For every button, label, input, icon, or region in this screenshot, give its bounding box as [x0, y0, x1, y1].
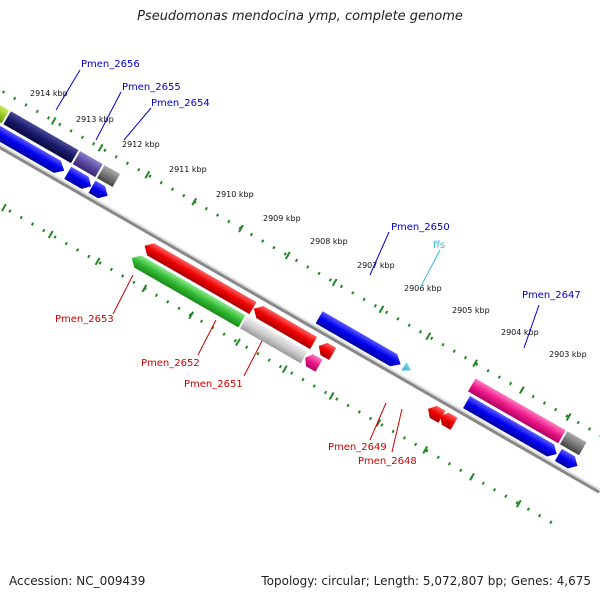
- gene-pmen-2651[interactable]: [315, 340, 337, 361]
- gene-pmen-2653[interactable]: [128, 252, 246, 328]
- gene-label-pmen-2650[interactable]: Pmen_2650: [391, 222, 450, 233]
- gene-label-ffs[interactable]: ffs: [433, 240, 445, 251]
- kbp-label: 2904 kbp: [501, 328, 539, 337]
- kbp-label: 2911 kbp: [169, 165, 207, 174]
- gene-pmen-2654[interactable]: [97, 165, 121, 188]
- kbp-label: 2912 kbp: [122, 140, 160, 149]
- gene-label-pmen-2656[interactable]: Pmen_2656: [81, 59, 140, 70]
- gene-blue-fwd-6[interactable]: [554, 448, 581, 472]
- gene-label-pmen-2652[interactable]: Pmen_2652: [141, 358, 200, 369]
- gene-gray-fwd[interactable]: [559, 431, 587, 456]
- gene-gray-rev[interactable]: [240, 316, 308, 364]
- kbp-label: 2910 kbp: [216, 190, 254, 199]
- genome-backbone: [0, 120, 600, 494]
- gene-ffs[interactable]: [401, 361, 414, 375]
- gene-label-pmen-2649[interactable]: Pmen_2649: [328, 442, 387, 453]
- kbp-label: 2908 kbp: [310, 237, 348, 246]
- gene-label-pmen-2648[interactable]: Pmen_2648: [358, 456, 417, 467]
- kbp-label: 2907 kbp: [357, 261, 395, 270]
- gene-label-pmen-2647[interactable]: Pmen_2647: [522, 290, 581, 301]
- reverse-strand-genes: [128, 240, 458, 430]
- gene-olive-fwd[interactable]: [0, 96, 10, 124]
- gene-blue-fwd-1[interactable]: [0, 121, 68, 177]
- gene-label-pmen-2653[interactable]: Pmen_2653: [55, 314, 114, 325]
- gene-pmen-2647[interactable]: [468, 378, 566, 444]
- kbp-labels: 2914 kbp 2913 kbp 2912 kbp 2911 kbp 2910…: [30, 89, 587, 359]
- gene-label-pmen-2655[interactable]: Pmen_2655: [122, 82, 181, 93]
- gene-blue-fwd-3[interactable]: [88, 180, 112, 202]
- gene-pmen-2655[interactable]: [72, 151, 103, 178]
- gene-pmen-2648[interactable]: [437, 410, 458, 430]
- gene-pmen-2652[interactable]: [141, 240, 257, 315]
- gene-labels: Pmen_2656 Pmen_2655 Pmen_2654 Pmen_2650 …: [55, 59, 581, 467]
- kbp-label: 2903 kbp: [549, 350, 587, 359]
- kbp-label: 2906 kbp: [404, 284, 442, 293]
- gene-red-rev-2[interactable]: [250, 303, 318, 350]
- accession-text: Accession: NC_009439: [9, 574, 146, 588]
- gene-pmen-2656[interactable]: [3, 111, 79, 164]
- kbp-label: 2913 kbp: [76, 115, 114, 124]
- gene-label-pmen-2654[interactable]: Pmen_2654: [151, 98, 210, 109]
- gene-pmen-2649[interactable]: [425, 403, 446, 423]
- gene-blue-fwd-5[interactable]: [463, 396, 560, 460]
- map-title: Pseudomonas mendocina ymp, complete geno…: [137, 9, 463, 24]
- kbp-label: 2905 kbp: [452, 306, 490, 315]
- gene-label-pmen-2651[interactable]: Pmen_2651: [184, 379, 243, 390]
- leader-lines: [55, 69, 540, 453]
- gene-blue-fwd-2[interactable]: [64, 166, 94, 193]
- gene-pmen-2650[interactable]: [315, 311, 404, 370]
- outer-tick-row: [0, 83, 600, 441]
- gene-pink-rev[interactable]: [302, 352, 323, 372]
- inner-tick-row: [0, 170, 558, 527]
- kbp-label: 2909 kbp: [263, 214, 301, 223]
- forward-strand-genes: [0, 96, 587, 472]
- topology-text: Topology: circular; Length: 5,072,807 bp…: [261, 574, 591, 588]
- kbp-label: 2914 kbp: [30, 89, 68, 98]
